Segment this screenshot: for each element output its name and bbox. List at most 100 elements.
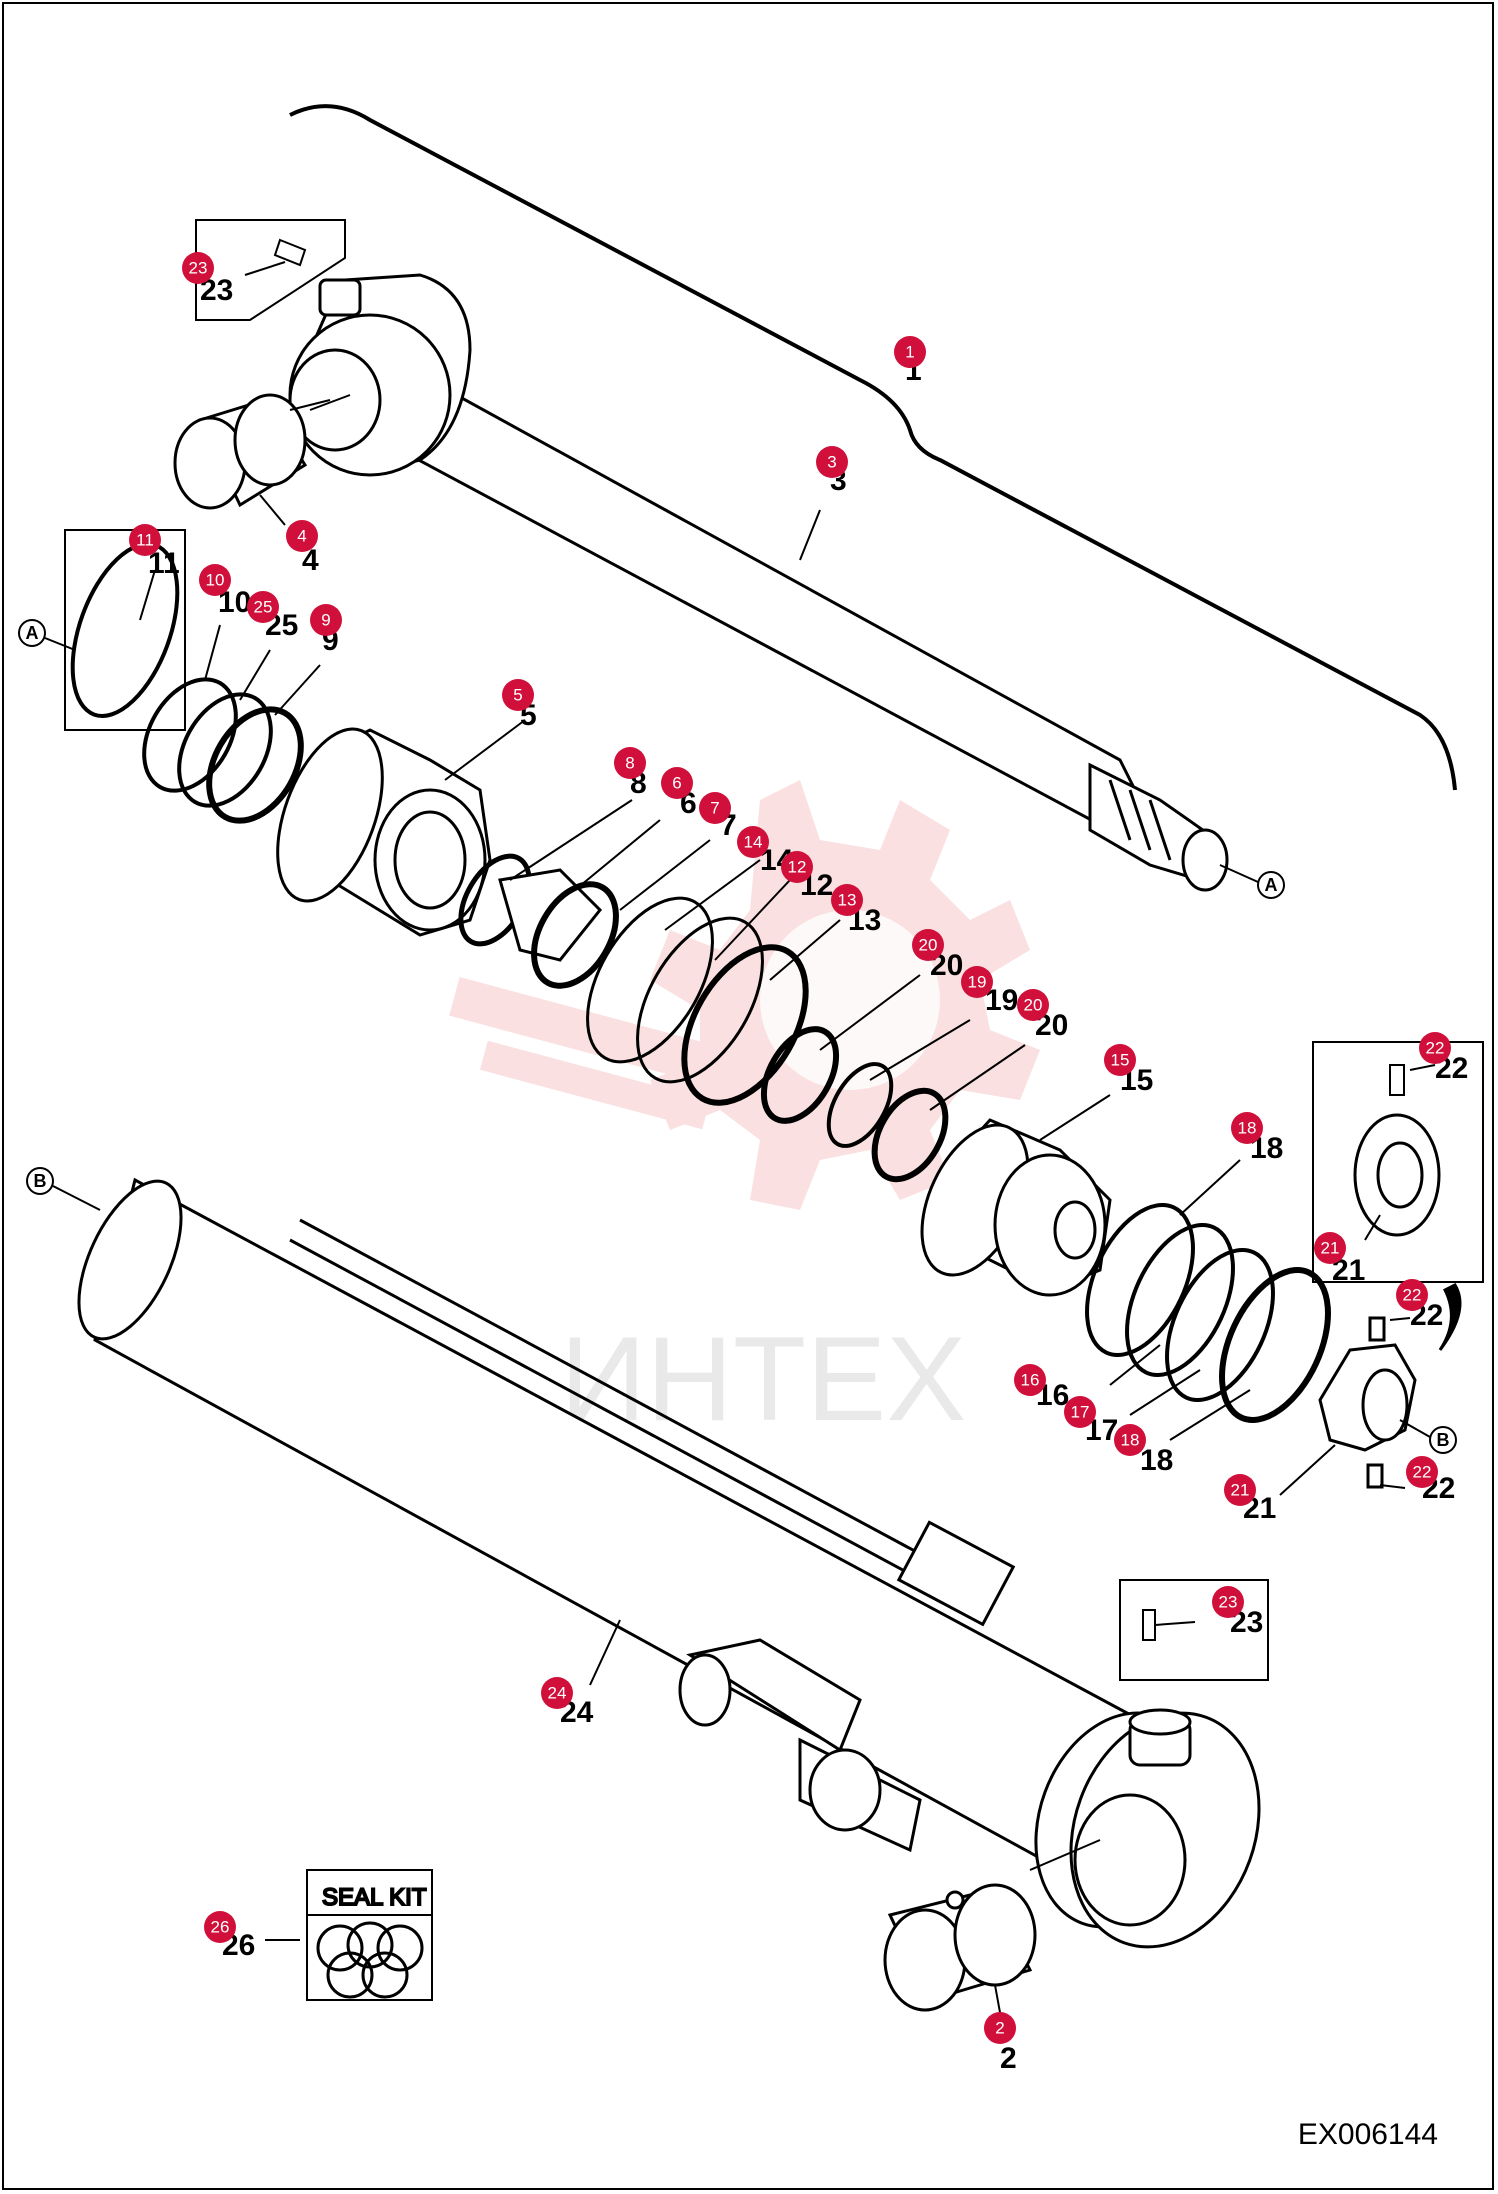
- badge-c21a: 21: [1314, 1232, 1346, 1264]
- badge-circle: [1064, 1396, 1096, 1428]
- seal-kit-label: SEAL KIT: [322, 1884, 427, 1911]
- badge-circle: [699, 792, 731, 824]
- badge-c13: 13: [831, 884, 863, 916]
- watermark-stripe: [480, 1040, 710, 1130]
- badge-c6: 6: [661, 767, 693, 799]
- red-badges: 1234567891011121314151617181819202021212…: [129, 252, 1451, 2044]
- rings-8-6-7-14-12-13: [458, 853, 809, 1106]
- badge-c18a: 18: [1231, 1112, 1263, 1144]
- badge-c19: 19: [961, 966, 993, 998]
- ref-b-right: B: [1399, 1419, 1457, 1454]
- bushing-rod: [173, 393, 308, 510]
- watermark-gear-hole: [760, 910, 940, 1090]
- ref-b-left: B: [26, 1167, 101, 1211]
- lock-nut: [1318, 1316, 1417, 1489]
- badge-number: 21: [1231, 1481, 1250, 1500]
- badge-circle: [1014, 1364, 1046, 1396]
- gland: [276, 727, 492, 937]
- badge-c3: 3: [816, 446, 848, 478]
- svg-text:A: A: [1265, 875, 1278, 895]
- badge-number: 12: [788, 858, 807, 877]
- badge-circle: [310, 604, 342, 636]
- badge-circle: [182, 252, 214, 284]
- badge-c22a: 22: [1419, 1032, 1451, 1064]
- badge-number: 6: [672, 774, 681, 793]
- badge-c8: 8: [614, 747, 646, 779]
- badge-circle: [894, 336, 926, 368]
- label-4: 4: [302, 544, 319, 577]
- diagram-code: EX006144: [1297, 2118, 1438, 2151]
- badge-number: 1: [905, 343, 914, 362]
- badge-circle: [831, 884, 863, 916]
- badge-c10: 10: [199, 564, 231, 596]
- badge-c21b: 21: [1224, 1474, 1256, 1506]
- badge-circle: [1231, 1112, 1263, 1144]
- badge-number: 25: [254, 598, 273, 617]
- badge-c22b: 22: [1396, 1279, 1428, 1311]
- badge-number: 24: [548, 1684, 567, 1703]
- rings-20-19-20: [760, 1026, 949, 1183]
- badge-circle: [1104, 1044, 1136, 1076]
- badge-c17: 17: [1064, 1396, 1096, 1428]
- badge-c20b: 20: [1017, 989, 1049, 1021]
- badge-number: 19: [968, 973, 987, 992]
- seal-kit-box: SEAL KIT: [306, 1869, 433, 2001]
- badge-number: 10: [206, 571, 225, 590]
- rod-eye: [288, 273, 472, 477]
- badge-number: 22: [1413, 1463, 1432, 1482]
- badge-circle: [984, 2012, 1016, 2044]
- badge-circle: [204, 1911, 236, 1943]
- badge-c7: 7: [699, 792, 731, 824]
- badge-number: 26: [211, 1918, 230, 1937]
- badge-number: 22: [1403, 1286, 1422, 1305]
- badge-number: 18: [1238, 1119, 1257, 1138]
- badge-c9: 9: [310, 604, 342, 636]
- badge-circle: [1419, 1032, 1451, 1064]
- rings-10-25-9: [142, 677, 304, 824]
- badge-number: 4: [297, 527, 306, 546]
- badge-circle: [816, 446, 848, 478]
- badge-c20a: 20: [912, 929, 944, 961]
- badge-number: 20: [919, 936, 938, 955]
- badge-circle: [286, 520, 318, 552]
- badge-c18b: 18: [1114, 1424, 1146, 1456]
- bushing-barrel: [883, 1883, 1037, 2012]
- badge-number: 2: [995, 2019, 1004, 2038]
- piston: [920, 1118, 1112, 1297]
- badge-c22c: 22: [1406, 1456, 1438, 1488]
- watermark-stripe: [449, 977, 711, 1083]
- badge-circle: [1017, 989, 1049, 1021]
- badge-circle: [1114, 1424, 1146, 1456]
- piston-rod: [398, 372, 1229, 892]
- assembly-bracket: [289, 104, 1457, 791]
- leader-lines: [139, 261, 1436, 2041]
- badge-circle: [781, 851, 813, 883]
- badge-circle: [199, 564, 231, 596]
- badge-c26: 26: [204, 1911, 236, 1943]
- badge-circle: [1212, 1586, 1244, 1618]
- badge-number: 8: [625, 754, 634, 773]
- label-2: 2: [1000, 2042, 1017, 2075]
- badge-c14: 14: [737, 826, 769, 858]
- badge-c12: 12: [781, 851, 813, 883]
- badge-c23a: 23: [182, 252, 214, 284]
- badge-circle: [912, 929, 944, 961]
- badge-number: 22: [1426, 1039, 1445, 1058]
- badge-c1: 1: [894, 336, 926, 368]
- barrel-eye: [1034, 1708, 1261, 1949]
- crescent-mark: [1438, 1283, 1462, 1351]
- badge-circle: [614, 747, 646, 779]
- badge-number: 23: [1219, 1593, 1238, 1612]
- badge-c15: 15: [1104, 1044, 1136, 1076]
- badge-circle: [1314, 1232, 1346, 1264]
- badge-circle: [661, 767, 693, 799]
- badge-circle: [1224, 1474, 1256, 1506]
- badge-c24: 24: [541, 1677, 573, 1709]
- badge-circle: [961, 966, 993, 998]
- badge-c5: 5: [502, 679, 534, 711]
- badge-c25: 25: [247, 591, 279, 623]
- badge-number: 18: [1121, 1431, 1140, 1450]
- svg-text:A: A: [26, 623, 39, 643]
